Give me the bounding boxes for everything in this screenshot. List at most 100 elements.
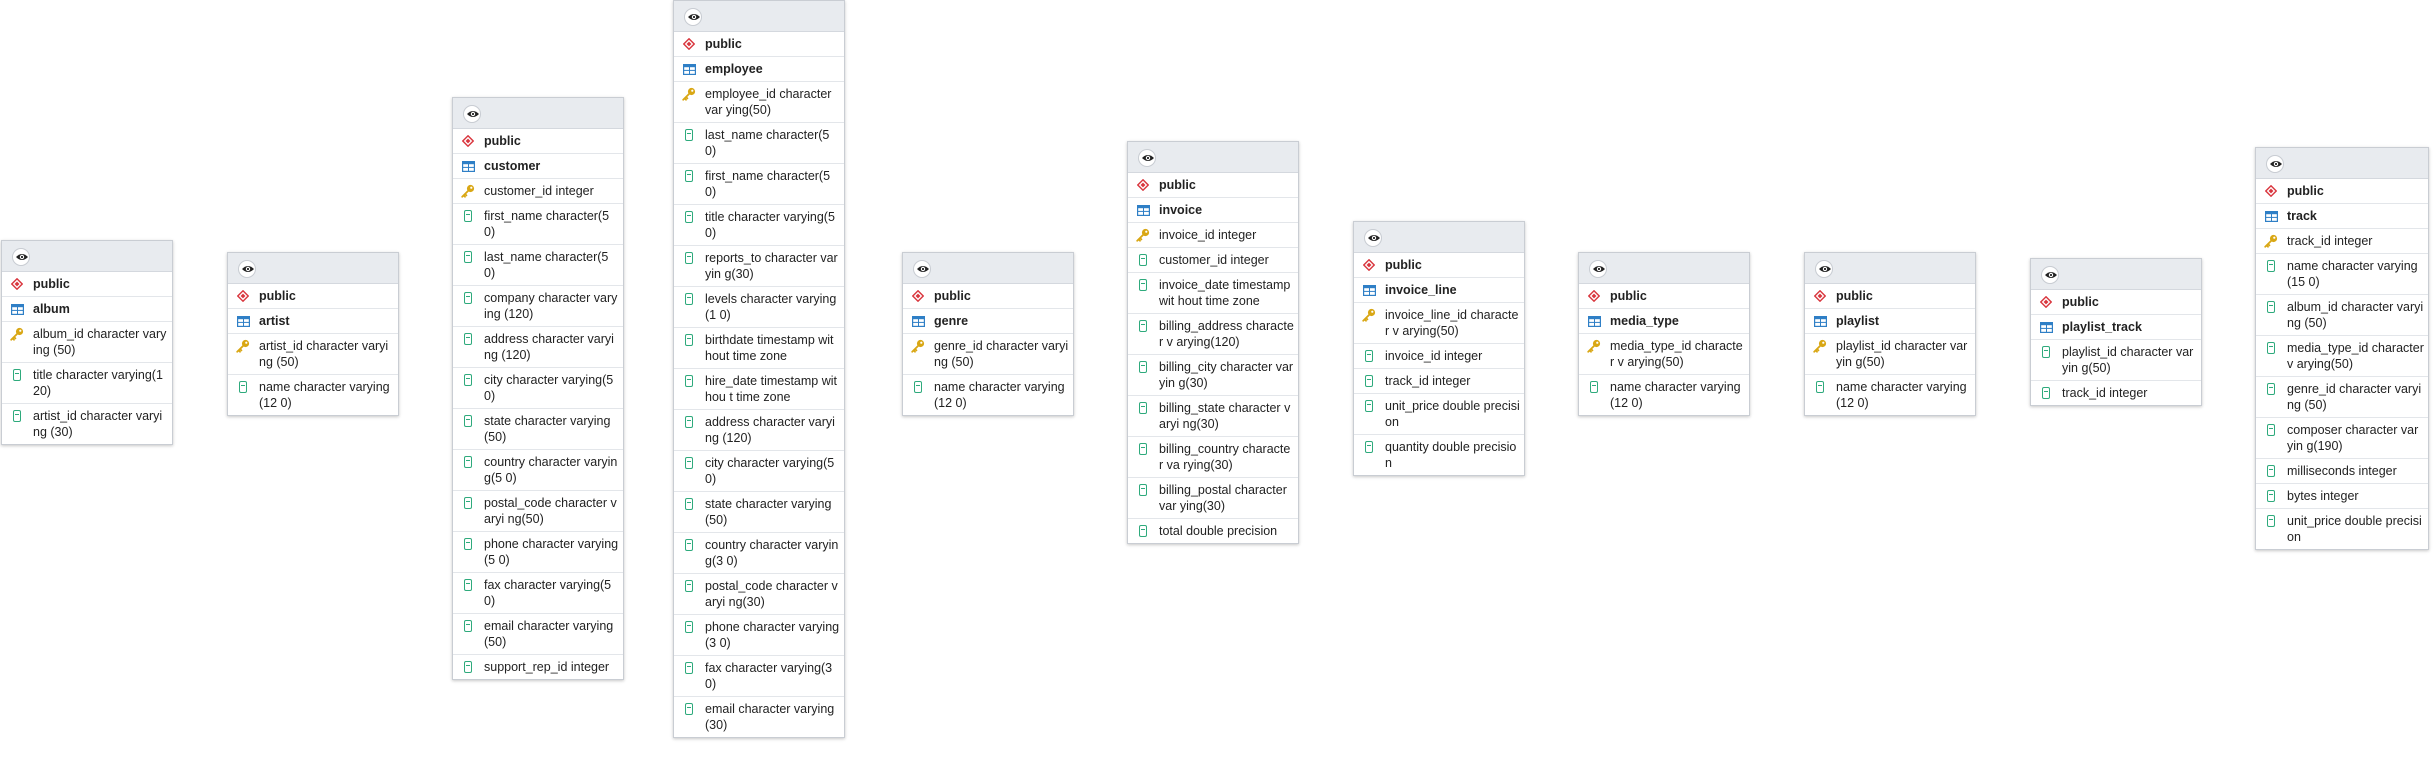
column-row[interactable]: album_id character varying (50) xyxy=(2256,295,2428,336)
eye-icon[interactable] xyxy=(684,8,702,26)
column-row[interactable]: fax character varying(50) xyxy=(453,573,623,614)
table-name-row[interactable]: employee xyxy=(674,57,844,82)
column-row[interactable]: unit_price double precision xyxy=(2256,509,2428,549)
table-name-row[interactable]: artist xyxy=(228,309,398,334)
primary-key-column-row[interactable]: artist_id character varying (50) xyxy=(228,334,398,375)
column-row[interactable]: artist_id character varying (30) xyxy=(2,404,172,444)
column-row[interactable]: name character varying(12 0) xyxy=(1805,375,1975,415)
column-row[interactable]: customer_id integer xyxy=(1128,248,1298,273)
primary-key-column-row[interactable]: customer_id integer xyxy=(453,179,623,204)
eye-icon[interactable] xyxy=(2041,266,2059,284)
table-node-header[interactable] xyxy=(2,241,172,272)
column-row[interactable]: country character varying(3 0) xyxy=(674,533,844,574)
primary-key-column-row[interactable]: genre_id character varying (50) xyxy=(903,334,1073,375)
column-row[interactable]: city character varying(50) xyxy=(453,368,623,409)
table-node-header[interactable] xyxy=(2031,259,2201,290)
column-row[interactable]: title character varying(120) xyxy=(2,363,172,404)
table-name-row[interactable]: invoice xyxy=(1128,198,1298,223)
column-row[interactable]: quantity double precision xyxy=(1354,435,1524,475)
column-row[interactable]: address character varying (120) xyxy=(674,410,844,451)
column-row[interactable]: birthdate timestamp without time zone xyxy=(674,328,844,369)
column-row[interactable]: billing_country character va rying(30) xyxy=(1128,437,1298,478)
eye-icon[interactable] xyxy=(1364,229,1382,247)
table-name-row[interactable]: media_type xyxy=(1579,309,1749,334)
eye-icon[interactable] xyxy=(238,260,256,278)
primary-key-column-row[interactable]: album_id character varying (50) xyxy=(2,322,172,363)
column-row[interactable]: first_name character(50) xyxy=(674,164,844,205)
column-row[interactable]: reports_to character varyin g(30) xyxy=(674,246,844,287)
column-row[interactable]: name character varying(12 0) xyxy=(1579,375,1749,415)
schema-row[interactable]: public xyxy=(1579,284,1749,309)
column-row[interactable]: title character varying(50) xyxy=(674,205,844,246)
table-name-row[interactable]: track xyxy=(2256,204,2428,229)
column-row[interactable]: total double precision xyxy=(1128,519,1298,543)
eye-icon[interactable] xyxy=(2266,155,2284,173)
column-row[interactable]: composer character varyin g(190) xyxy=(2256,418,2428,459)
table-name-row[interactable]: album xyxy=(2,297,172,322)
table-name-row[interactable]: playlist_track xyxy=(2031,315,2201,340)
schema-row[interactable]: public xyxy=(1128,173,1298,198)
table-node-header[interactable] xyxy=(1354,222,1524,253)
column-row[interactable]: billing_address character v arying(120) xyxy=(1128,314,1298,355)
column-row[interactable]: support_rep_id integer xyxy=(453,655,623,679)
column-row[interactable]: state character varying(50) xyxy=(453,409,623,450)
column-row[interactable]: name character varying(12 0) xyxy=(228,375,398,415)
column-row[interactable]: track_id integer xyxy=(1354,369,1524,394)
table-name-row[interactable]: customer xyxy=(453,154,623,179)
column-row[interactable]: state character varying(50) xyxy=(674,492,844,533)
column-row[interactable]: billing_city character varyin g(30) xyxy=(1128,355,1298,396)
schema-row[interactable]: public xyxy=(1354,253,1524,278)
table-name-row[interactable]: playlist xyxy=(1805,309,1975,334)
column-row[interactable]: track_id integer xyxy=(2031,381,2201,405)
column-row[interactable]: invoice_id integer xyxy=(1354,344,1524,369)
column-row[interactable]: last_name character(50) xyxy=(453,245,623,286)
schema-row[interactable]: public xyxy=(903,284,1073,309)
column-row[interactable]: name character varying(15 0) xyxy=(2256,254,2428,295)
primary-key-column-row[interactable]: playlist_id character varyin g(50) xyxy=(1805,334,1975,375)
eye-icon[interactable] xyxy=(1589,260,1607,278)
column-row[interactable]: billing_state character varyi ng(30) xyxy=(1128,396,1298,437)
column-row[interactable]: last_name character(50) xyxy=(674,123,844,164)
column-row[interactable]: hire_date timestamp withou t time zone xyxy=(674,369,844,410)
table-node-header[interactable] xyxy=(1579,253,1749,284)
table-node-header[interactable] xyxy=(1805,253,1975,284)
eye-icon[interactable] xyxy=(913,260,931,278)
eye-icon[interactable] xyxy=(1138,149,1156,167)
column-row[interactable]: name character varying(12 0) xyxy=(903,375,1073,415)
column-row[interactable]: playlist_id character varyin g(50) xyxy=(2031,340,2201,381)
column-row[interactable]: levels character varying(1 0) xyxy=(674,287,844,328)
column-row[interactable]: bytes integer xyxy=(2256,484,2428,509)
primary-key-column-row[interactable]: track_id integer xyxy=(2256,229,2428,254)
primary-key-column-row[interactable]: media_type_id character v arying(50) xyxy=(1579,334,1749,375)
column-row[interactable]: unit_price double precision xyxy=(1354,394,1524,435)
column-row[interactable]: address character varying (120) xyxy=(453,327,623,368)
column-row[interactable]: city character varying(50) xyxy=(674,451,844,492)
table-node-header[interactable] xyxy=(2256,148,2428,179)
column-row[interactable]: fax character varying(30) xyxy=(674,656,844,697)
table-node-header[interactable] xyxy=(228,253,398,284)
schema-row[interactable]: public xyxy=(228,284,398,309)
eye-icon[interactable] xyxy=(1815,260,1833,278)
column-row[interactable]: country character varying(5 0) xyxy=(453,450,623,491)
column-row[interactable]: postal_code character varyi ng(50) xyxy=(453,491,623,532)
column-row[interactable]: billing_postal character var ying(30) xyxy=(1128,478,1298,519)
table-node-header[interactable] xyxy=(1128,142,1298,173)
column-row[interactable]: invoice_date timestamp wit hout time zon… xyxy=(1128,273,1298,314)
schema-row[interactable]: public xyxy=(453,129,623,154)
table-node-header[interactable] xyxy=(903,253,1073,284)
schema-row[interactable]: public xyxy=(674,32,844,57)
column-row[interactable]: milliseconds integer xyxy=(2256,459,2428,484)
schema-row[interactable]: public xyxy=(2031,290,2201,315)
primary-key-column-row[interactable]: invoice_id integer xyxy=(1128,223,1298,248)
column-row[interactable]: postal_code character varyi ng(30) xyxy=(674,574,844,615)
table-node-header[interactable] xyxy=(674,1,844,32)
primary-key-column-row[interactable]: invoice_line_id character v arying(50) xyxy=(1354,303,1524,344)
column-row[interactable]: email character varying(50) xyxy=(453,614,623,655)
